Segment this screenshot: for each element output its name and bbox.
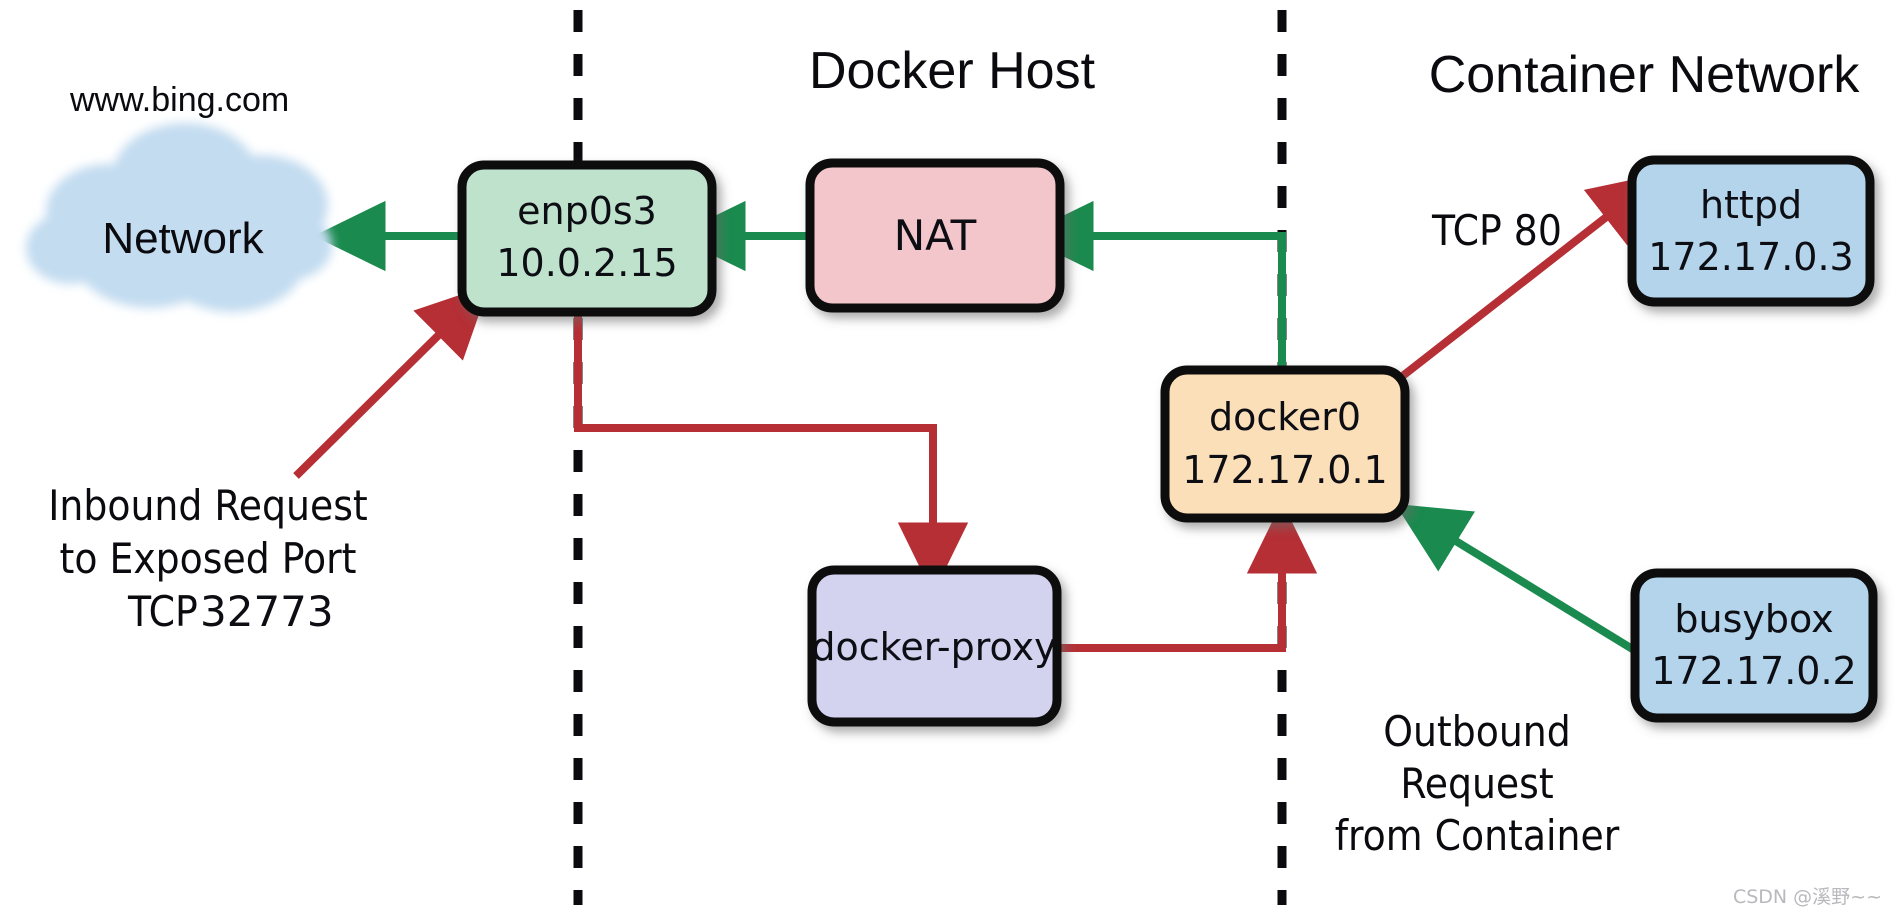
annotation-inbound-line2: to Exposed Port [60,534,357,583]
node-httpd-line1: httpd [1700,183,1802,227]
node-httpd-line2: 172.17.0.3 [1648,235,1853,279]
flow-busybox-to-docker0 [1395,503,1637,654]
flow-enp0s3-to-docker-proxy [574,312,969,595]
node-nat[interactable]: NAT [805,158,1065,313]
annotation-tcp-80: TCP 80 [1431,206,1562,255]
annotation-inbound-port: 32773 [200,587,334,636]
section-title-container-network: Container Network [1429,46,1861,104]
flow-docker0-to-httpd [1397,173,1663,382]
node-busybox-line2: 172.17.0.2 [1651,649,1856,693]
annotation-inbound-request: Inbound Request to Exposed Port TCP 3277… [48,481,367,636]
watermark: CSDN @溪野~~ [1733,886,1882,908]
node-busybox-line1: busybox [1674,597,1833,641]
flow-docker0-to-nat [1021,200,1286,374]
external-host-label: www.bing.com [69,81,289,119]
node-busybox[interactable]: busybox 172.17.0.2 [1630,568,1878,723]
section-title-docker-host: Docker Host [809,42,1096,100]
annotation-outbound-line2: Request [1400,759,1553,808]
node-httpd[interactable]: httpd 172.17.0.3 [1627,155,1875,307]
node-docker0-line1: docker0 [1209,395,1361,439]
cloud-label: Network [102,214,264,263]
node-docker0-line2: 172.17.0.1 [1182,448,1387,492]
node-enp0s3[interactable]: enp0s3 10.0.2.15 [457,160,717,317]
annotation-inbound-line3-prefix: TCP [127,587,198,636]
annotation-inbound-line1: Inbound Request [48,481,367,530]
node-enp0s3-line2: 10.0.2.15 [496,241,677,285]
node-docker-proxy[interactable]: docker-proxy [807,565,1062,727]
annotation-outbound-line1: Outbound [1383,707,1571,756]
annotation-outbound-request: Outbound Request from Container [1335,707,1620,860]
node-enp0s3-line1: enp0s3 [517,189,657,233]
flow-docker-proxy-to-docker0 [1057,501,1318,652]
node-nat-label: NAT [894,211,977,260]
node-docker-proxy-label: docker-proxy [811,625,1056,669]
annotation-outbound-line3: from Container [1335,811,1620,860]
network-cloud [26,123,332,312]
node-docker0[interactable]: docker0 172.17.0.1 [1160,365,1410,523]
flow-inbound-to-enp0s3 [293,285,490,479]
